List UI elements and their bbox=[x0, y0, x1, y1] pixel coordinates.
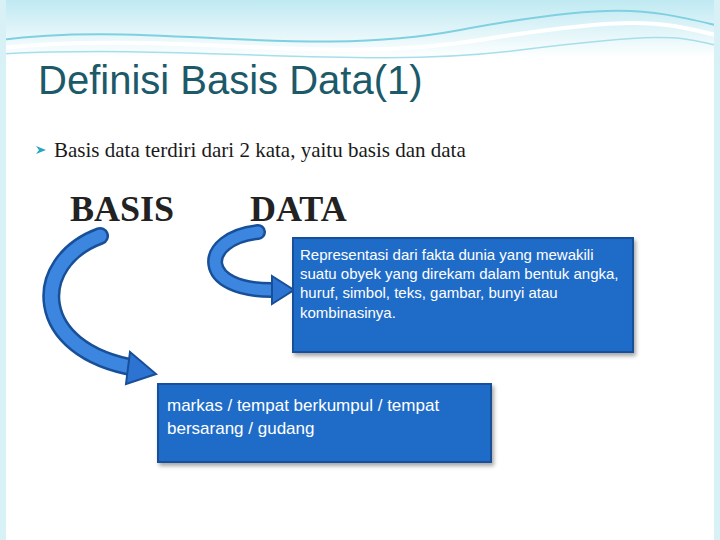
curved-arrow bbox=[51, 236, 136, 368]
arrow-head bbox=[272, 276, 294, 304]
text-box: markas / tempat berkumpul / tempat bersa… bbox=[157, 383, 492, 463]
slide-title: Definisi Basis Data(1) bbox=[38, 58, 423, 103]
box-text: markas / tempat berkumpul / tempat bersa… bbox=[167, 395, 482, 441]
text-box: Representasi dari fakta dunia yang mewak… bbox=[292, 237, 634, 353]
word-heading: BASIS bbox=[70, 188, 174, 230]
curved-arrow bbox=[215, 232, 276, 290]
box-text: Representasi dari fakta dunia yang mewak… bbox=[300, 245, 626, 322]
swoosh bbox=[0, 11, 720, 42]
swoosh bbox=[0, 37, 720, 57]
bullet-text: Basis data terdiri dari 2 kata, yaitu ba… bbox=[54, 138, 466, 163]
arrow-head bbox=[126, 352, 156, 384]
curved-arrow bbox=[215, 232, 276, 290]
right-border bbox=[714, 0, 720, 540]
swoosh bbox=[0, 23, 720, 50]
curved-arrow bbox=[51, 236, 136, 368]
word-heading: DATA bbox=[250, 188, 347, 230]
top-band bbox=[0, 0, 720, 58]
bullet-icon bbox=[36, 146, 46, 154]
left-border bbox=[0, 0, 6, 540]
